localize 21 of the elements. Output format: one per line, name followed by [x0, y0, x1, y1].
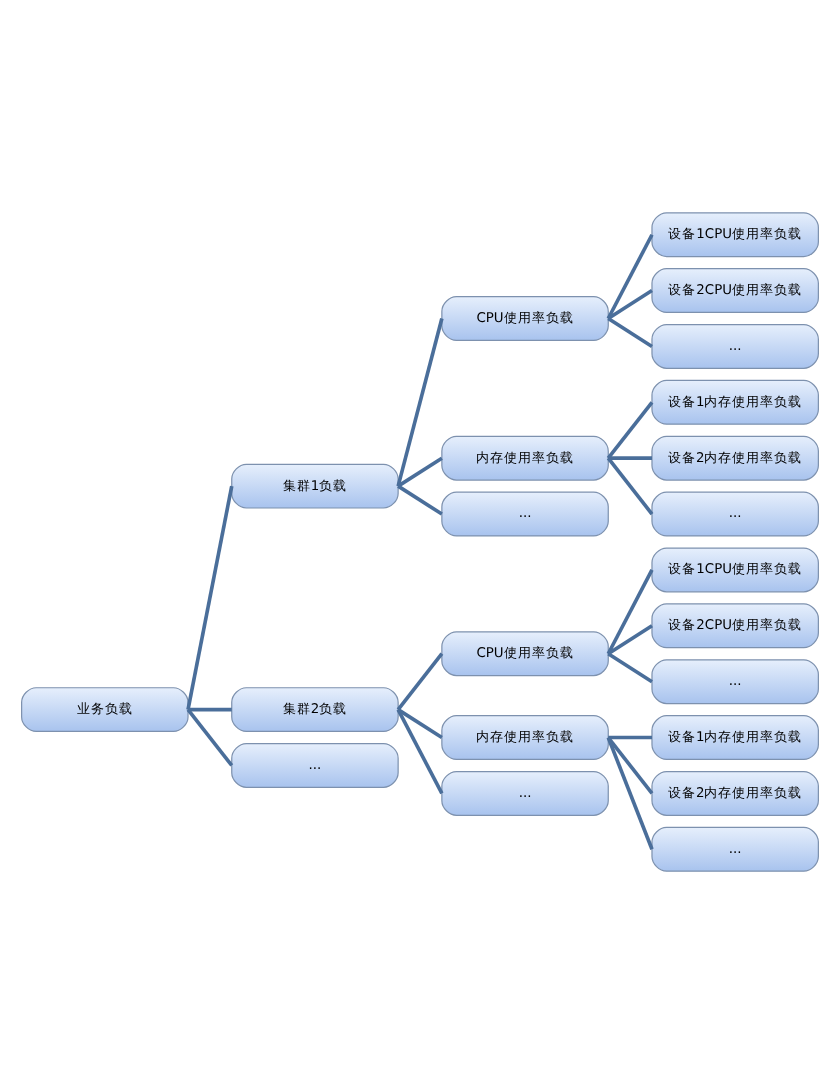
connector [607, 652, 653, 684]
connector [396, 652, 444, 711]
connector [607, 624, 653, 656]
connector [607, 317, 653, 348]
connector [397, 484, 443, 516]
connector [186, 708, 234, 767]
connector [186, 485, 234, 710]
connector [606, 457, 654, 516]
connector [606, 233, 654, 320]
connector [606, 736, 654, 850]
connector [606, 736, 654, 795]
connector [606, 401, 654, 460]
connector [397, 456, 443, 488]
connector [396, 318, 444, 487]
connector [606, 569, 654, 655]
connector [608, 735, 652, 740]
connector [608, 456, 652, 460]
connector [397, 708, 443, 740]
connector [396, 708, 444, 795]
connector [607, 289, 653, 321]
connector [188, 707, 232, 712]
